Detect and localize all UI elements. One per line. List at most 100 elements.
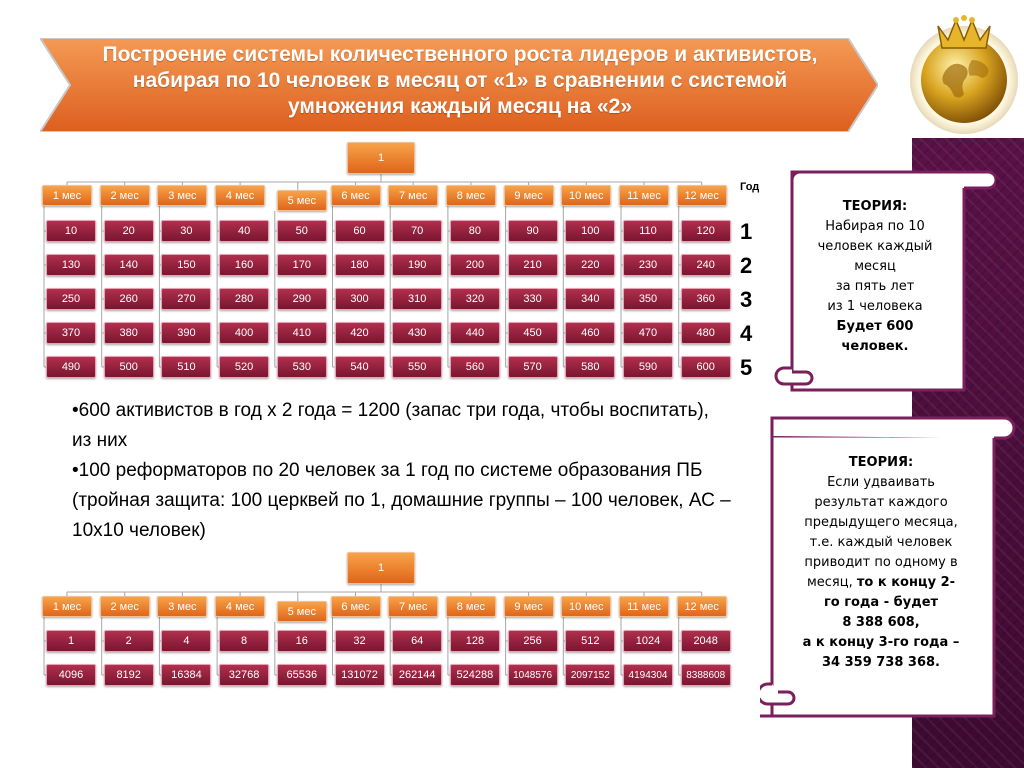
theory-1-bold-line: Будет 600 [836,319,914,334]
value-cell: 20 [103,220,154,242]
value-cell: 480 [680,322,731,344]
bullet-item: •100 реформаторов по 20 человек за 1 год… [72,460,731,541]
year-number: 5 [740,355,753,380]
month-header: 10 мес [561,185,612,206]
value-cell: 128 [449,630,500,652]
month-header: 8 мес [445,596,496,617]
theory-2-bold-part: то к концу 2- [856,575,956,590]
month-header: 2 мес [99,596,150,617]
value-cell: 440 [449,322,500,344]
theory-1-line: месяц [854,259,896,274]
value-cell: 550 [392,356,443,378]
page-title: Построение системы количественного роста… [102,43,818,118]
value-cell: 1024 [623,630,673,652]
value-cell: 260 [103,288,154,310]
value-cell: 70 [392,220,443,242]
theory-2-bold-line: а к концу 3-го года – [802,635,960,650]
month-header: 7 мес [388,185,439,206]
value-cell: 120 [680,220,731,242]
theory-2-line: т.е. каждый человек [809,535,953,550]
theory-2-line: предыдущего месяца, [804,515,958,530]
value-cell: 250 [46,288,96,310]
value-cell: 32768 [219,664,270,686]
value-cell: 280 [219,288,270,310]
value-cell: 64 [392,630,443,652]
value-cell: 16 [276,630,327,652]
month-header: 12 мес [676,596,727,617]
value-cell: 460 [565,322,616,344]
value-cell: 2 [103,630,154,652]
root-node: 1 [347,552,415,584]
theory-1-line: Набирая по 10 [825,219,925,234]
theory-2-text: ТЕОРИЯ: Если удваивать результат каждого… [772,453,990,673]
month-header: 12 мес [676,185,727,206]
theory-1-bold-line: человек. [841,339,909,354]
theory-2-normal-part: месяц, [806,575,857,590]
month-header: 9 мес [503,185,554,206]
value-cell: 590 [623,356,673,378]
value-cell: 130 [46,254,96,276]
value-cell: 60 [334,220,385,242]
value-cell: 530 [276,356,327,378]
value-cell: 50 [276,220,327,242]
value-cell: 520 [219,356,270,378]
root-node: 1 [347,142,415,174]
theory-2-bold-line: 8 388 608, [842,615,920,630]
value-cell: 560 [449,356,500,378]
theory-1-line: из 1 человека [827,299,923,314]
value-cell: 210 [507,254,558,276]
value-cell: 400 [219,322,270,344]
value-cell: 2048 [680,630,731,652]
value-cell: 150 [161,254,212,276]
value-cell: 450 [507,322,558,344]
value-cell: 16384 [161,664,212,686]
month-header: 11 мес [619,185,669,206]
value-cell: 256 [507,630,558,652]
value-cell: 40 [219,220,270,242]
value-cell: 200 [449,254,500,276]
month-header: 5 мес [276,190,327,211]
value-cell: 500 [103,356,154,378]
theory-1-line: за пять лет [835,279,915,294]
value-cell: 390 [161,322,212,344]
value-cell: 512 [565,630,616,652]
value-cell: 370 [46,322,96,344]
year-number: 1 [740,219,753,244]
month-header: 4 мес [215,185,266,206]
year-column-label: Год [740,181,760,193]
theory-2-bold-line: го года - будет [823,595,939,610]
month-header: 3 мес [157,185,208,206]
theory-1-heading: ТЕОРИЯ: [842,199,908,214]
year-number: 3 [740,287,753,312]
value-cell: 1048576 [507,664,558,686]
value-cell: 190 [392,254,443,276]
month-header: 6 мес [330,596,381,617]
month-header: 11 мес [619,596,669,617]
value-cell: 600 [680,356,731,378]
value-cell: 410 [276,322,327,344]
value-cell: 2097152 [565,664,616,686]
value-cell: 570 [507,356,558,378]
value-cell: 30 [161,220,212,242]
value-cell: 540 [334,356,385,378]
theory-scroll-2 [760,416,1016,718]
value-cell: 220 [565,254,616,276]
value-cell: 262144 [392,664,443,686]
value-cell: 8388608 [680,664,731,686]
value-cell: 490 [46,356,96,378]
value-cell: 430 [392,322,443,344]
value-cell: 80 [449,220,500,242]
value-cell: 230 [623,254,673,276]
month-header: 7 мес [388,596,439,617]
value-cell: 270 [161,288,212,310]
value-cell: 350 [623,288,673,310]
value-cell: 310 [392,288,443,310]
month-header: 6 мес [330,185,381,206]
value-cell: 4096 [46,664,96,686]
theory-1-text: ТЕОРИЯ: Набирая по 10 человек каждый мес… [800,197,950,357]
value-cell: 110 [623,220,673,242]
bullet-list: •600 активистов в год х 2 года = 1200 (з… [72,396,732,546]
year-number: 4 [740,321,753,346]
value-cell: 140 [103,254,154,276]
